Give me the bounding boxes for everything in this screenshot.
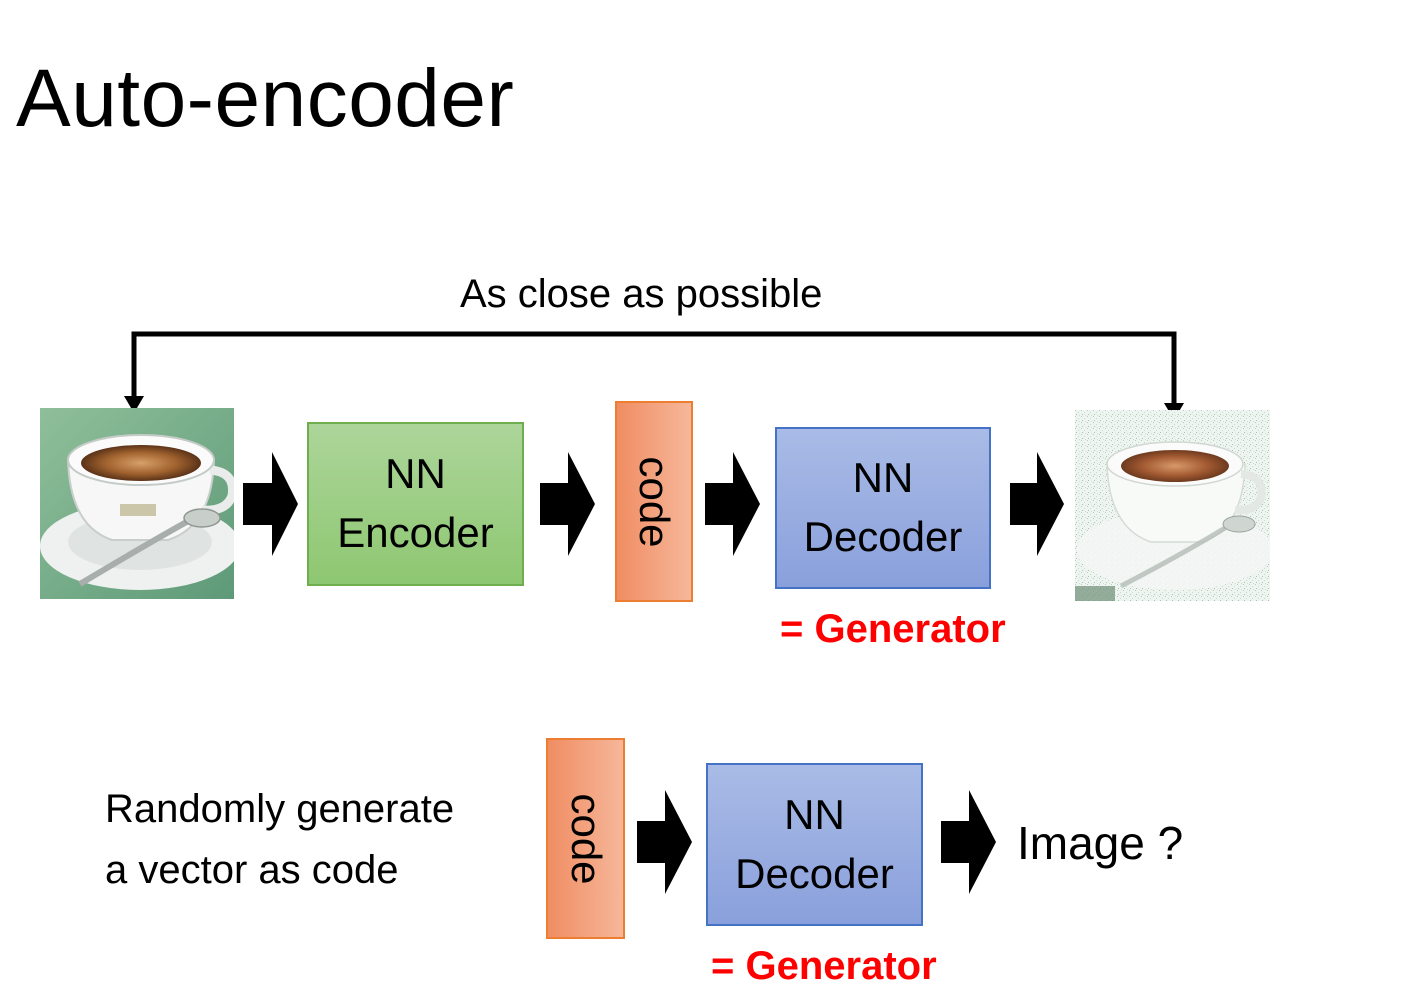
input-image [40,408,234,599]
nn-encoder-block: NN Encoder [307,422,524,586]
output-coffee-cup-picture [1075,410,1270,601]
caption-line-2: a vector as code [105,848,399,892]
nn-decoder-block-bottom: NN Decoder [706,763,923,926]
input-coffee-cup-picture [40,408,234,599]
code-label-bottom: code [562,792,610,885]
output-image [1075,410,1270,601]
generator-label-bottom: = Generator [711,944,937,988]
code-block: code [615,401,693,602]
code-block-bottom: code [546,738,625,939]
arrow-decoder-to-image [941,790,996,894]
caption-line-1: Randomly generate [105,787,455,831]
feedback-bracket [131,331,1177,408]
arrow-decoder-to-output [1010,452,1064,556]
decoder-bottom-line-2: Decoder [735,849,894,897]
encoder-line-1: NN [385,450,446,498]
page-title: Auto-encoder [16,53,515,144]
generator-label: = Generator [780,607,1006,651]
arrow-input-to-encoder [243,452,298,556]
decoder-line-1: NN [852,454,914,502]
feedback-label: As close as possible [460,272,823,316]
feedback-arrowhead-left [124,396,144,413]
encoder-line-2: Encoder [337,509,494,556]
output-image-label: Image ? [1017,817,1184,869]
arrow-encoder-to-code [540,452,595,556]
decoder-bottom-line-1: NN [784,790,845,838]
arrow-code-to-decoder-bottom [637,790,692,894]
code-label: code [631,455,678,548]
decoder-line-2: Decoder [803,513,963,560]
nn-decoder-block: NN Decoder [775,427,991,589]
arrow-code-to-decoder [705,452,760,556]
